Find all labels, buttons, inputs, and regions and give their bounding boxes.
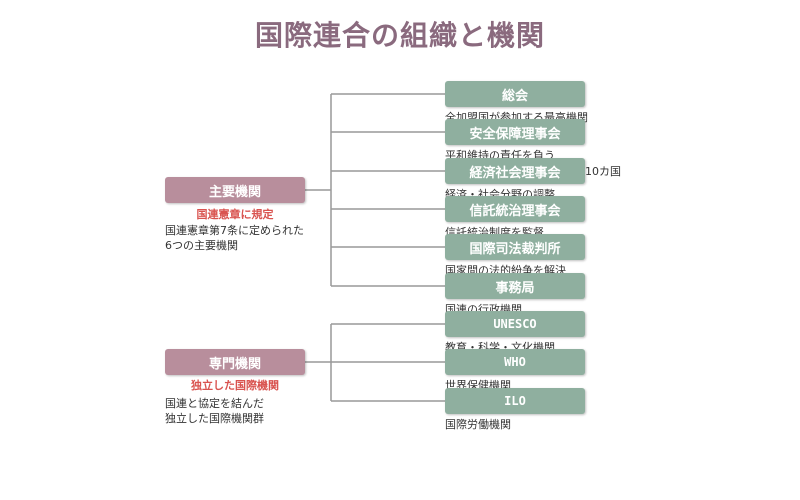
description-line: 6つの主要機関 — [165, 239, 238, 252]
diagram-title: 国際連合の組織と機関 — [254, 19, 545, 52]
category-specialized-agencies-subtitle: 独立した国際機関 — [191, 379, 279, 392]
node-extra-note: 10カ国 — [585, 165, 621, 178]
description-line: 国連と協定を結んだ — [165, 397, 264, 410]
description-line: 国連憲章第7条に定められた — [165, 224, 304, 237]
node-ecosoc: 経済社会理事会 — [445, 158, 585, 184]
category-main-organs-subtitle: 国連憲章に規定 — [196, 208, 274, 221]
node-secretariat: 事務局 — [445, 273, 585, 299]
node-general-assembly: 総会 — [445, 81, 585, 107]
node-security-council: 安全保障理事会 — [445, 119, 585, 145]
node-description-ilo: 国際労働機関 — [445, 418, 511, 431]
description-line: 独立した国際機関群 — [165, 412, 264, 425]
node-ilo: ILO — [445, 388, 585, 414]
node-who: WHO — [445, 349, 585, 375]
node-trusteeship-council: 信託統治理事会 — [445, 196, 585, 222]
category-main-organs-description: 国連憲章第7条に定められた 6つの主要機関 — [165, 223, 335, 253]
category-specialized-agencies: 専門機関 — [165, 349, 305, 375]
category-specialized-agencies-description: 国連と協定を結んだ 独立した国際機関群 — [165, 396, 335, 426]
node-icj: 国際司法裁判所 — [445, 234, 585, 260]
category-main-organs: 主要機関 — [165, 177, 305, 203]
node-unesco: UNESCO — [445, 311, 585, 337]
